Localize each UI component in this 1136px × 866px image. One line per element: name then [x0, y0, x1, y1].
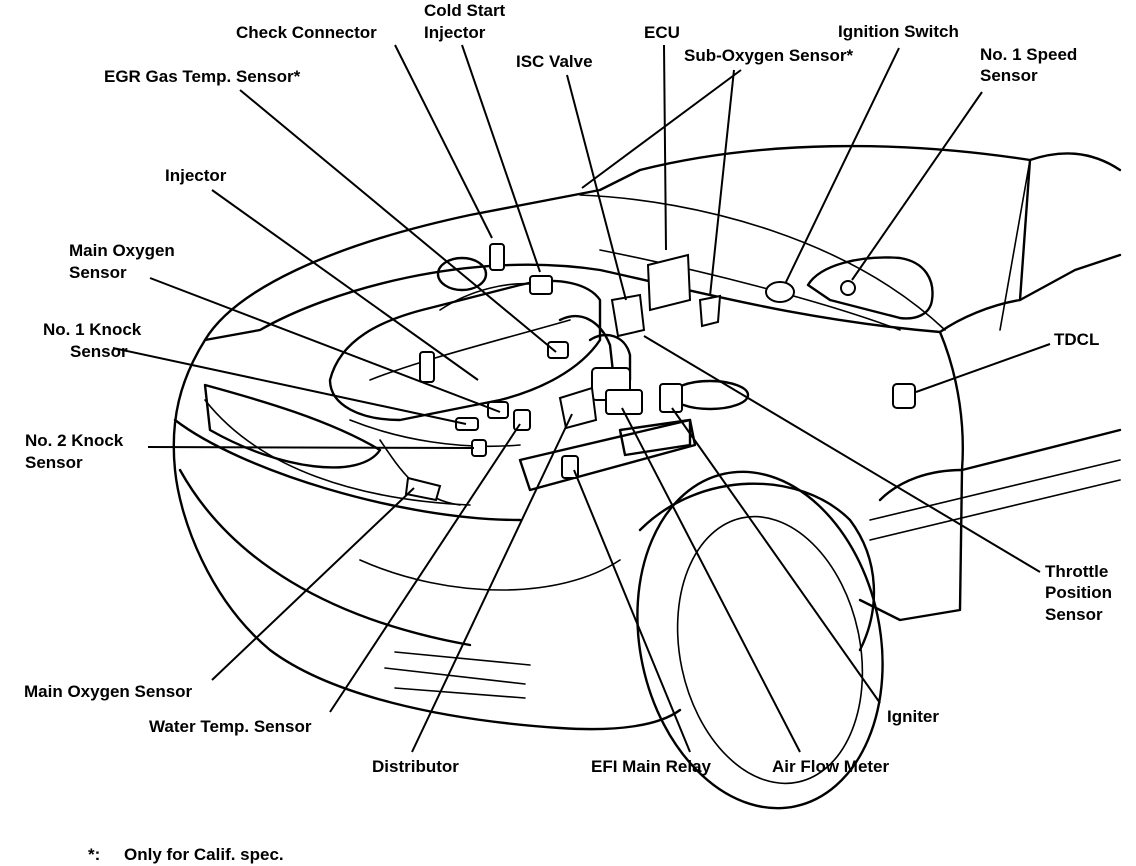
water-temp-sensor-icon: [513, 409, 531, 431]
egr-sensor-icon: [547, 341, 569, 359]
speed-sensor-icon: [840, 280, 856, 296]
label-no2-knock-sensor-line2: Sensor: [25, 453, 83, 472]
label-no1-speed-sensor-line2: Sensor: [980, 66, 1038, 85]
label-egr-gas-temp-sensor: EGR Gas Temp. Sensor*: [104, 67, 301, 86]
label-throttle-position-sensor-line1: Throttle: [1045, 562, 1108, 581]
label-sub-oxygen-sensor: Sub-Oxygen Sensor*: [684, 46, 853, 65]
knock-sensor-1-icon: [455, 417, 479, 431]
igniter-icon: [659, 383, 683, 413]
label-no1-speed-sensor-line1: No. 1 Speed: [980, 45, 1077, 64]
label-cold-start-injector-line1: Cold Start: [424, 1, 506, 20]
footnote: *: Only for Calif. spec.: [88, 845, 284, 864]
label-distributor: Distributor: [372, 757, 459, 776]
label-no1-knock-sensor-line2: Sensor: [70, 342, 128, 361]
knock-sensor-2-icon: [471, 439, 487, 457]
component-icons: [404, 243, 916, 502]
injector-icon: [419, 351, 435, 383]
label-no1-knock-sensor-line1: No. 1 Knock: [43, 320, 142, 339]
footnote-marker: *:: [88, 845, 100, 864]
label-injector: Injector: [165, 166, 227, 185]
label-ignition-switch: Ignition Switch: [838, 22, 959, 41]
car-illustration: [172, 144, 1122, 810]
distributor-icon: [558, 386, 598, 430]
label-water-temp-sensor: Water Temp. Sensor: [149, 717, 312, 736]
label-cold-start-injector-line2: Injector: [424, 23, 486, 42]
ecu-icon: [646, 253, 692, 312]
label-check-connector: Check Connector: [236, 23, 377, 42]
footnote-text: Only for Calif. spec.: [124, 845, 284, 864]
sub-oxygen-sensor-icon: [698, 294, 722, 328]
leader-lines: [112, 44, 1051, 753]
check-connector-icon: [489, 243, 505, 271]
main-oxygen-sensor-b-icon: [404, 476, 442, 502]
label-throttle-position-sensor-line2: Position: [1045, 583, 1112, 602]
isc-valve-icon: [610, 293, 646, 338]
label-isc-valve: ISC Valve: [516, 52, 593, 71]
cold-start-injector-icon: [529, 275, 553, 295]
label-main-oxygen-sensor-top-line1: Main Oxygen: [69, 241, 175, 260]
ignition-switch-icon: [765, 281, 795, 303]
label-igniter: Igniter: [887, 707, 939, 726]
label-throttle-position-sensor-line3: Sensor: [1045, 605, 1103, 624]
label-efi-main-relay: EFI Main Relay: [591, 757, 712, 776]
main-oxygen-sensor-a-icon: [487, 401, 509, 419]
label-main-oxygen-sensor-bottom: Main Oxygen Sensor: [24, 682, 193, 701]
part-labels: Check Connector Cold Start Injector ISC …: [24, 1, 1112, 776]
tdcl-icon: [892, 383, 916, 409]
label-air-flow-meter: Air Flow Meter: [772, 757, 890, 776]
label-main-oxygen-sensor-top-line2: Sensor: [69, 263, 127, 282]
label-tdcl: TDCL: [1054, 330, 1099, 349]
label-no2-knock-sensor-line1: No. 2 Knock: [25, 431, 124, 450]
label-ecu: ECU: [644, 23, 680, 42]
